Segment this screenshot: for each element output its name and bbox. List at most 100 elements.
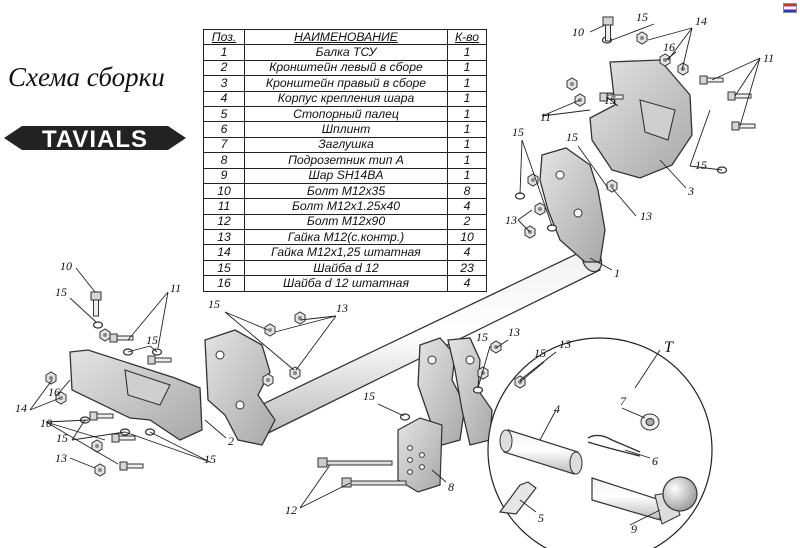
leader-line — [611, 187, 637, 217]
callout-6: 6 — [652, 454, 658, 468]
nut-hole — [494, 345, 498, 349]
callout-15: 15 — [695, 158, 707, 172]
nut-hole — [266, 378, 270, 382]
callout-15: 15 — [566, 130, 578, 144]
callout-16: 16 — [48, 385, 60, 399]
bolt-shank — [116, 335, 134, 341]
plate-hole — [235, 400, 245, 410]
bolt-shank — [96, 413, 114, 419]
row-pos: 15 — [203, 259, 245, 277]
plate-hole — [573, 208, 583, 218]
callout-15: 15 — [208, 297, 220, 311]
leader-line — [647, 27, 693, 41]
leader-line — [621, 407, 646, 419]
nut-hole — [59, 396, 63, 400]
bolt-shank — [154, 357, 172, 363]
leader-line — [519, 361, 545, 383]
leader-line — [224, 311, 269, 331]
callout-13: 13 — [55, 451, 67, 465]
row-name: Стопорный палец — [244, 105, 448, 123]
leader-line — [689, 165, 723, 171]
socket-holes — [407, 445, 425, 475]
callout-2: 2 — [228, 434, 234, 448]
ball-mount-housing — [499, 429, 583, 475]
leader-line — [521, 139, 553, 227]
beam-left-plate — [204, 329, 276, 446]
leader-line — [519, 499, 537, 513]
plate-hole — [555, 170, 565, 180]
bolt-shank — [93, 299, 99, 317]
row-qty: 23 — [447, 259, 487, 277]
tavials-logo: TAVIALS — [4, 126, 186, 153]
leader-line — [589, 257, 613, 271]
row-name: Кронштейн правый в сборе — [244, 75, 448, 92]
leader-line — [295, 315, 337, 371]
nut-hole — [268, 328, 272, 332]
callout-15: 15 — [636, 10, 648, 24]
callout-15: 15 — [512, 125, 524, 139]
leader-line — [577, 145, 609, 189]
leader-line — [69, 297, 97, 323]
leader-line — [57, 379, 71, 395]
leader-line — [204, 419, 227, 439]
bolt-shank — [126, 463, 144, 469]
callout-15: 15 — [604, 93, 616, 107]
leader-line — [517, 219, 531, 233]
leader-line — [607, 97, 619, 107]
leader-line — [299, 464, 331, 509]
leader-line — [377, 403, 405, 417]
plate-hole — [215, 350, 225, 360]
callout-9: 9 — [631, 522, 637, 536]
nut-hole — [98, 468, 102, 472]
leader-line — [299, 315, 337, 321]
cotter-pin — [587, 434, 641, 457]
nut-hole — [103, 333, 107, 337]
callout-14: 14 — [15, 401, 27, 415]
callout-11: 11 — [540, 110, 551, 124]
callout-15: 15 — [363, 389, 375, 403]
nut-hole — [298, 316, 302, 320]
leader-line — [124, 431, 211, 463]
callout-13: 13 — [505, 213, 517, 227]
row-qty: 1 — [447, 105, 487, 123]
beam-right-plate — [539, 147, 606, 263]
nut-hole — [293, 371, 297, 375]
row-name: Корпус крепления шара — [244, 90, 448, 107]
leader-line — [127, 291, 169, 341]
callout-15: 15 — [146, 333, 158, 347]
leader-line — [274, 315, 337, 333]
bolt-m12x90 — [317, 457, 393, 468]
leader-line — [734, 57, 761, 97]
bolt-head — [727, 91, 736, 101]
bolt-head — [111, 433, 120, 443]
tow-ball — [591, 476, 698, 525]
callout-13: 13 — [508, 325, 520, 339]
logo-text: TAVIALS — [42, 126, 148, 153]
leader-line — [519, 351, 557, 381]
row-name: Шплинт — [244, 121, 448, 138]
callout-15: 15 — [476, 330, 488, 344]
callout-13: 13 — [559, 337, 571, 351]
leader-line — [519, 139, 523, 195]
callout-7: 7 — [620, 394, 627, 408]
callout-15: 15 — [204, 452, 216, 466]
leader-line — [157, 291, 169, 349]
right-bracket-gusset — [639, 99, 676, 141]
row-qty: 4 — [447, 244, 487, 261]
plate-hole — [465, 355, 475, 365]
nut-hole — [95, 444, 99, 448]
callout-11: 11 — [170, 281, 181, 295]
row-pos: 16 — [203, 275, 245, 292]
plug-cap — [640, 413, 660, 431]
nut-hole — [570, 82, 574, 86]
leader-line — [127, 345, 151, 353]
bolt-head — [90, 291, 102, 301]
row-name: Болт М12х35 — [244, 182, 448, 200]
